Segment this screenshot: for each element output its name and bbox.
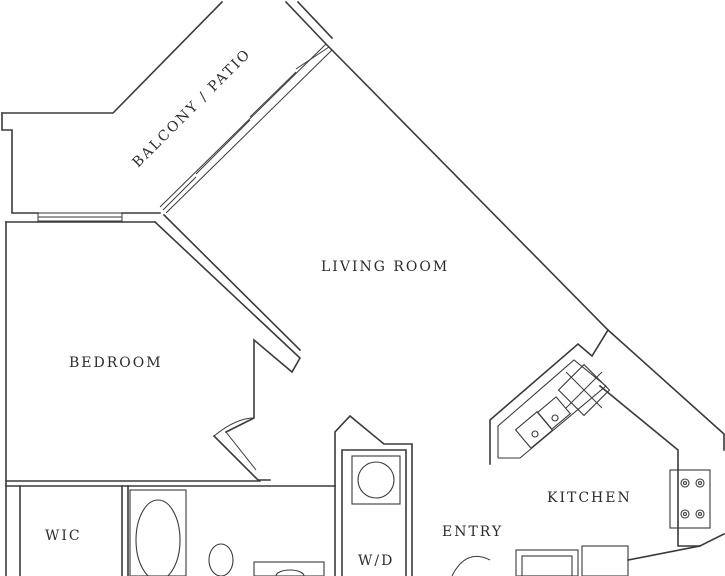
washer-dryer-label: W/D <box>358 553 394 569</box>
bath-vanity <box>253 561 325 576</box>
balcony-label: BALCONY / PATIO <box>130 46 255 171</box>
entry-label: ENTRY <box>442 524 503 540</box>
bedroom-label: BEDROOM <box>69 355 163 371</box>
living-room-label: LIVING ROOM <box>321 259 449 275</box>
interior-walls <box>5 213 725 576</box>
entry-door <box>451 556 491 576</box>
washer-dryer <box>351 455 401 505</box>
kitchen-label: KITCHEN <box>547 490 632 506</box>
stove <box>669 469 711 529</box>
wic-label: WIC <box>45 528 82 544</box>
bedroom-door <box>213 417 257 471</box>
balcony-sliding-door <box>159 43 333 214</box>
kitchen-lower-cabinets <box>515 545 629 576</box>
kitchen-sink <box>514 396 572 449</box>
bathtub <box>129 489 187 576</box>
bedroom-window <box>37 212 123 222</box>
kitchen-counter <box>497 359 611 459</box>
toilet <box>208 543 234 576</box>
